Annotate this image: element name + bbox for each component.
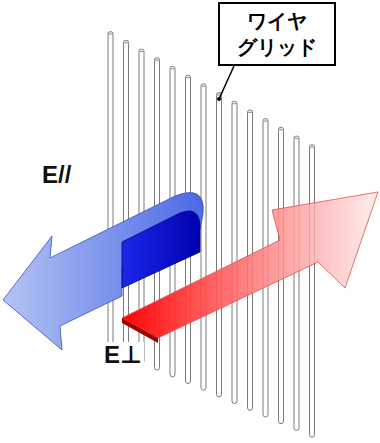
wire-cap: [310, 145, 315, 148]
wire-body: [217, 93, 222, 397]
red-arrow-edge: [122, 318, 158, 343]
wire-cap: [108, 32, 113, 35]
wire: [294, 136, 299, 430]
wire-cap: [124, 40, 129, 43]
wire-cap: [170, 67, 175, 70]
wire-cap: [155, 58, 160, 61]
blue-arrow-fold: [122, 211, 200, 288]
wire-body: [294, 136, 299, 430]
wire-cap: [248, 110, 253, 113]
wire-cap: [139, 49, 144, 52]
leader-dot: [217, 97, 221, 101]
wire-cap: [186, 75, 191, 78]
wire-body: [310, 145, 315, 437]
parallel-wave-arrow: [3, 193, 203, 350]
wire: [201, 84, 206, 390]
wire-body: [201, 84, 206, 390]
wire-cap: [263, 119, 268, 122]
wire: [217, 93, 222, 397]
wire: [232, 101, 237, 403]
wire-cap: [232, 101, 237, 104]
wire-cap: [294, 136, 299, 139]
leader-line: [219, 66, 234, 99]
callout-box: ワイヤ グリッド: [218, 2, 336, 66]
wire: [310, 145, 315, 437]
wire-cap: [201, 84, 206, 87]
field-label: E⊥: [102, 342, 144, 368]
wire-body: [124, 41, 129, 357]
wire-body: [232, 102, 237, 404]
wire: [124, 40, 129, 356]
callout-text: ワイヤ グリッド: [237, 8, 317, 60]
wire-cap: [279, 127, 284, 130]
blue-arrow: [3, 193, 203, 350]
field-label: E//: [40, 162, 73, 188]
